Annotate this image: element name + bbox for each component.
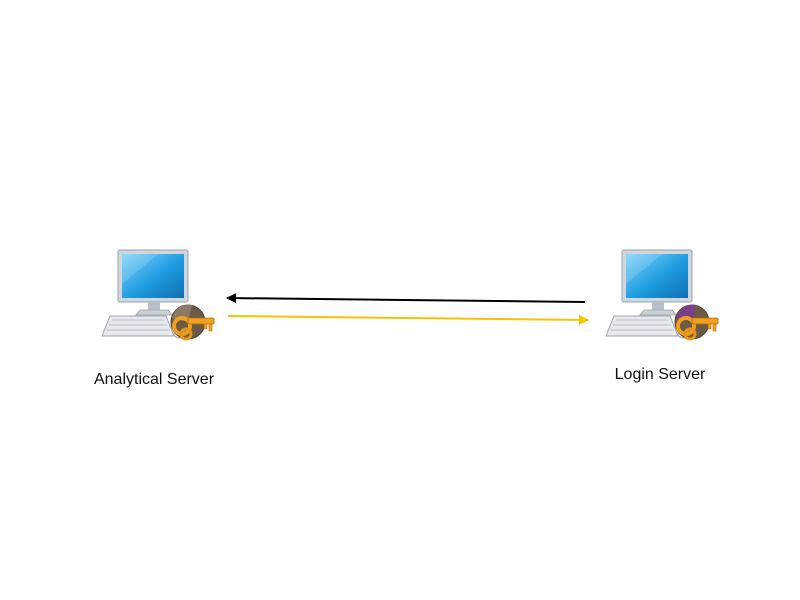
- analytical-server-label: Analytical Server: [93, 371, 215, 388]
- arrow-login-to-analytical: [226, 293, 586, 304]
- key-icon: [674, 304, 719, 341]
- analytical-server-node: [101, 249, 216, 341]
- login-server-label: Login Server: [614, 366, 706, 383]
- login-server-node: [605, 249, 719, 341]
- key-icon: [169, 302, 216, 341]
- arrow-analytical-to-login: [227, 314, 589, 325]
